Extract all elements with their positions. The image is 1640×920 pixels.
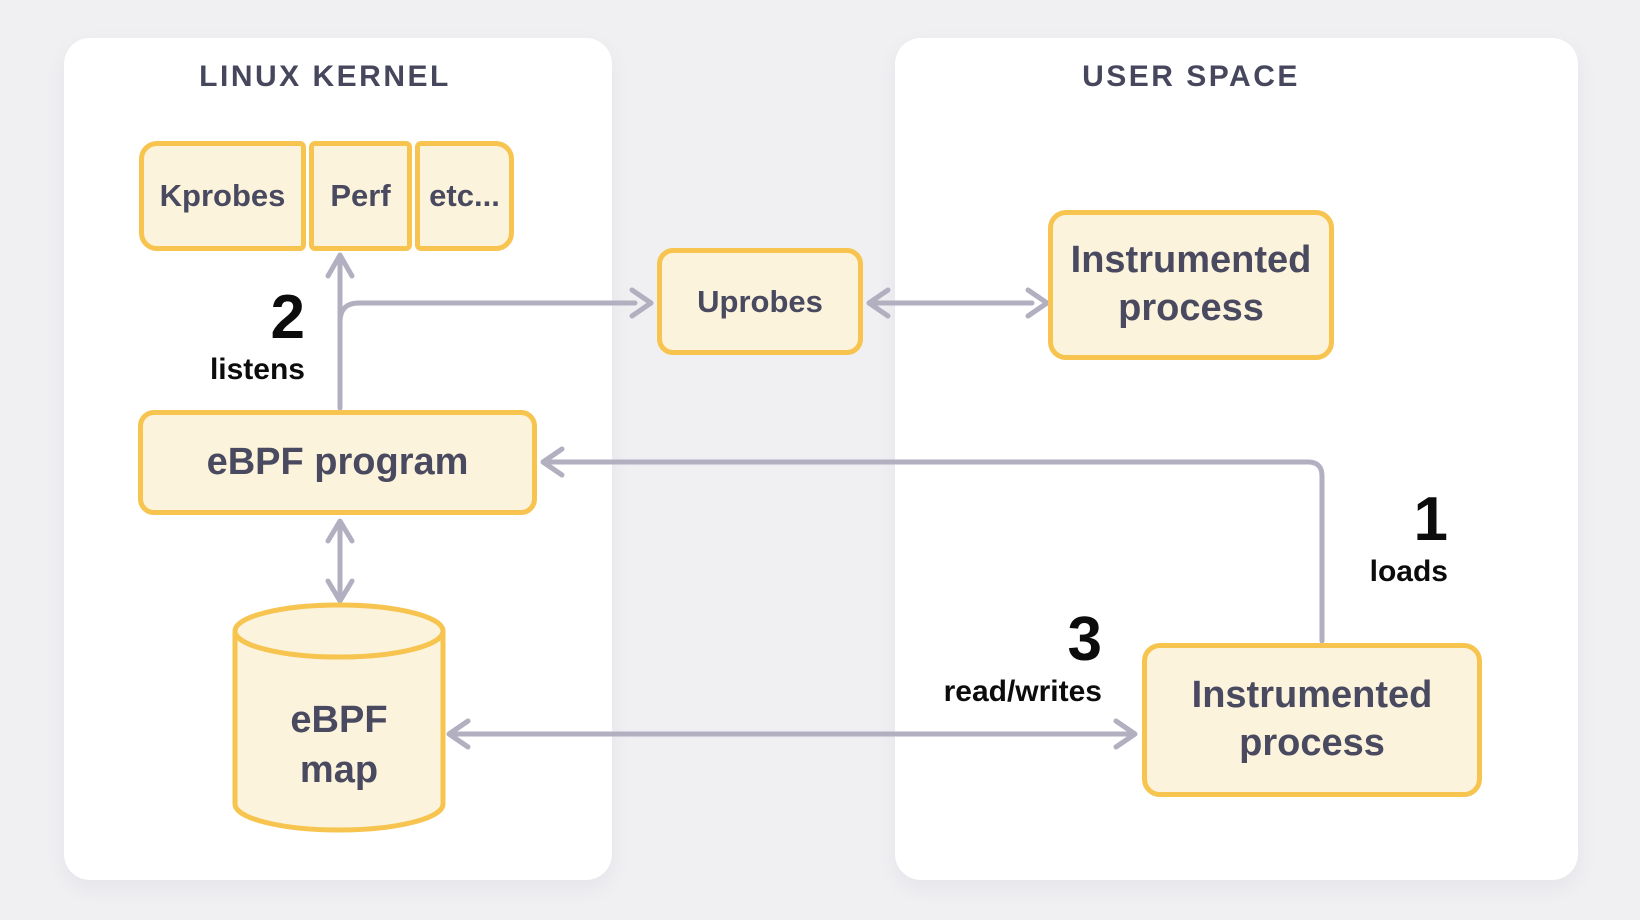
ebpf-map-label: eBPF map: [255, 625, 423, 848]
etc-node: etc...: [415, 141, 514, 251]
perf-node: Perf: [309, 141, 412, 251]
etc-label: etc...: [429, 178, 500, 213]
step2-label: listens: [209, 353, 305, 386]
step3-label: read/writes: [943, 675, 1102, 708]
step3-number: 3: [1067, 605, 1102, 674]
step1-label: loads: [1369, 555, 1448, 588]
ebpf-program-node: eBPF program: [138, 410, 537, 515]
step1-annotation: 1 loads: [1290, 489, 1448, 587]
instrumented-process-top-node: Instrumented process: [1048, 210, 1334, 360]
step3-annotation: 3 read/writes: [902, 609, 1102, 707]
step2-number: 2: [270, 283, 305, 352]
user-space-title: USER SPACE: [1082, 60, 1300, 93]
probe-group: Kprobes Perf etc...: [139, 141, 514, 251]
uprobes-node: Uprobes: [657, 248, 863, 355]
instrumented-process-top-label: Instrumented process: [1070, 239, 1312, 329]
ebpf-map-text: eBPF map: [290, 699, 388, 791]
uprobes-label: Uprobes: [697, 283, 823, 319]
instrumented-process-bottom-node: Instrumented process: [1142, 643, 1482, 797]
kprobes-label: Kprobes: [159, 178, 286, 213]
step1-number: 1: [1413, 485, 1448, 554]
perf-label: Perf: [330, 178, 391, 213]
uprobes-left-arrowhead-icon: [866, 287, 891, 319]
linux-kernel-title: LINUX KERNEL: [199, 60, 451, 93]
kprobes-node: Kprobes: [139, 141, 306, 251]
instrumented-process-bottom-label: Instrumented process: [1191, 674, 1433, 764]
ebpf-program-label: eBPF program: [206, 440, 469, 483]
uprobes-right-arrowhead-icon: [629, 287, 654, 319]
step2-annotation: 2 listens: [150, 287, 305, 385]
